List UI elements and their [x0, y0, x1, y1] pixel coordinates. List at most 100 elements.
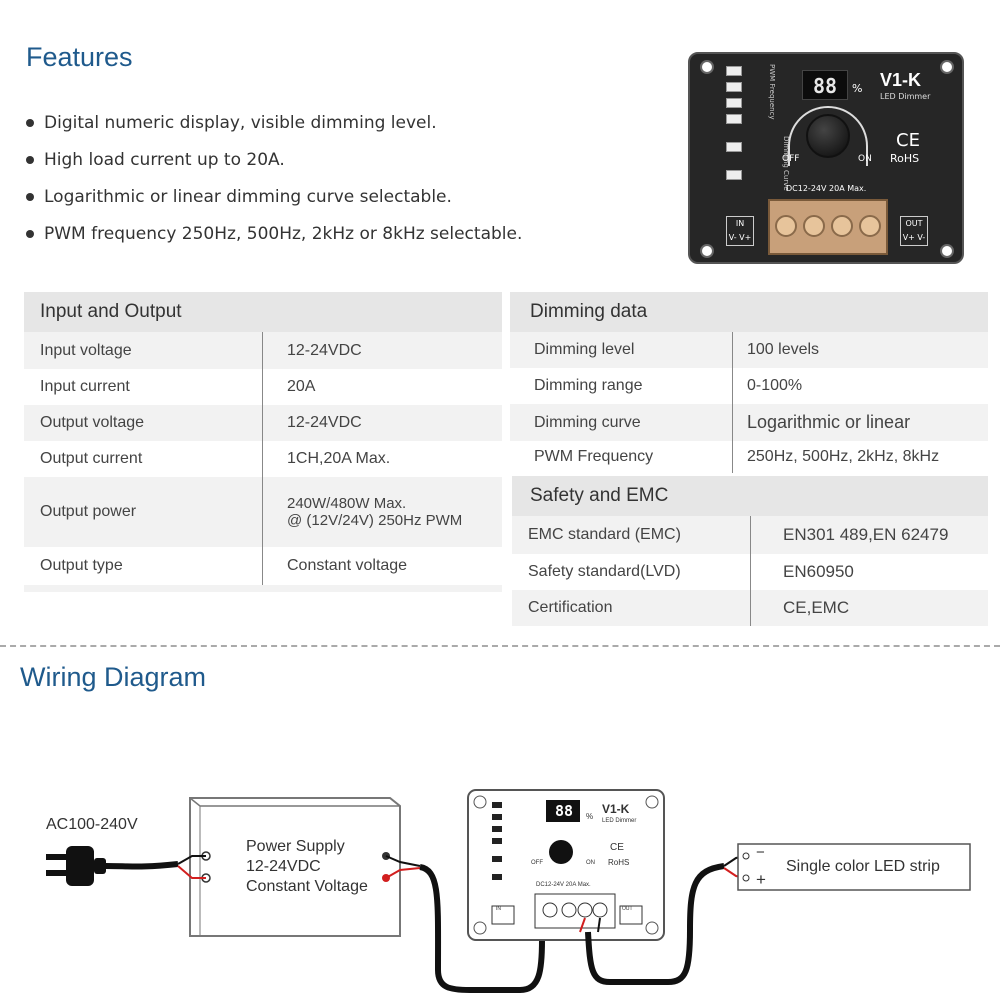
model-name: V1-K	[880, 70, 922, 90]
table-row: Output type Constant voltage	[24, 547, 502, 585]
row-value: 20A	[262, 369, 502, 405]
psu-label-line1: Power Supply	[246, 838, 345, 855]
diagram-off-label: OFF	[531, 860, 543, 866]
table-row: PWM Frequency 250Hz, 500Hz, 2kHz, 8kHz	[510, 441, 988, 473]
psu-label-line3: Constant Voltage	[246, 878, 368, 895]
dimmer-knob	[806, 114, 850, 158]
in-label: IN	[735, 219, 745, 228]
row-key: Safety standard(LVD)	[528, 563, 681, 580]
row-key: EMC standard (EMC)	[528, 526, 681, 543]
feature-item: Logarithmic or linear dimming curve sele…	[26, 178, 522, 215]
screw-icon	[831, 215, 853, 237]
diagram-display: 88	[554, 802, 574, 820]
solder-pad-icon	[742, 874, 750, 882]
table-row: Dimming range 0-100%	[510, 368, 988, 404]
row-key: Output power	[40, 503, 137, 520]
table-row: Dimming level 100 levels	[510, 332, 988, 368]
strip-plus-label: +	[756, 870, 766, 889]
row-key: Output type	[40, 557, 123, 574]
row-key: Dimming level	[534, 341, 635, 358]
table-row: Output power 240W/480W Max. @ (12V/24V) …	[24, 477, 502, 547]
screw-icon	[561, 902, 577, 918]
ce-mark: CE	[896, 130, 920, 151]
features-title: Features	[26, 42, 133, 72]
dimming-curve-label: Dimming Curve	[782, 136, 790, 191]
on-label: ON	[858, 154, 872, 164]
row-value: 0-100%	[732, 368, 988, 404]
dip-switch	[726, 82, 742, 92]
row-key: Output voltage	[40, 414, 145, 431]
row-value: Logarithmic or linear	[732, 404, 988, 441]
dimming-data-table: Dimming data Dimming level 100 levels Di…	[510, 292, 988, 473]
rohs-mark: RoHS	[890, 152, 920, 165]
row-value-line: 240W/480W Max.	[287, 495, 407, 512]
wiring-diagram	[46, 789, 971, 993]
screw-icon	[803, 215, 825, 237]
feature-text: PWM frequency 250Hz, 500Hz, 2kHz or 8kHz…	[44, 223, 523, 244]
off-label: OFF	[782, 154, 800, 164]
diagram-out-label: OUT	[622, 906, 633, 912]
table-row: Dimming curve Logarithmic or linear	[510, 404, 988, 441]
row-value: EN60950	[750, 554, 988, 590]
solder-pad-icon	[742, 852, 750, 860]
screw-icon	[577, 902, 593, 918]
table-row: Safety standard(LVD) EN60950	[512, 554, 988, 590]
feature-item: PWM frequency 250Hz, 500Hz, 2kHz or 8kHz…	[26, 215, 522, 252]
power-supply-box	[177, 797, 401, 937]
screw-icon	[775, 215, 797, 237]
feature-text: High load current up to 20A.	[44, 149, 285, 170]
diagram-in-label: IN	[496, 906, 501, 912]
row-key: Certification	[528, 599, 613, 616]
row-value-line: @ (12V/24V) 250Hz PWM	[287, 512, 463, 529]
feature-item: Digital numeric display, visible dimming…	[26, 104, 522, 141]
section-divider	[0, 645, 1000, 647]
table-header: Safety and EMC	[512, 476, 988, 516]
pwm-frequency-label: PWM Frequency	[768, 64, 776, 120]
row-value: CE,EMC	[750, 590, 988, 626]
features-list: Digital numeric display, visible dimming…	[26, 104, 522, 252]
table-header: Input and Output	[24, 292, 502, 332]
row-value: 1CH,20A Max.	[262, 441, 502, 477]
mounting-hole-icon	[940, 244, 954, 258]
table-row: Input current 20A	[24, 369, 502, 405]
led-strip-label: Single color LED strip	[786, 858, 940, 875]
row-value: 12-24VDC	[262, 332, 502, 369]
wiring-diagram-title: Wiring Diagram	[20, 662, 207, 692]
bullet-icon	[26, 229, 34, 238]
feature-text: Digital numeric display, visible dimming…	[44, 112, 437, 133]
ac-plug-icon	[46, 846, 179, 886]
row-value: 250Hz, 500Hz, 2kHz, 8kHz	[732, 441, 988, 473]
row-value: 12-24VDC	[262, 405, 502, 441]
row-value: EN301 489,EN 62479	[750, 516, 988, 554]
strip-minus-label: −	[756, 844, 765, 861]
diagram-ce-mark: CE	[610, 842, 624, 853]
product-image: PWM Frequency Dimming Curve 88 % V1-K LE…	[688, 52, 964, 264]
led-strip	[737, 843, 971, 891]
table-row: Certification CE,EMC	[512, 590, 988, 626]
table-row: EMC standard (EMC) EN301 489,EN 62479	[512, 516, 988, 554]
row-key: Input current	[40, 378, 130, 395]
screw-icon	[859, 215, 881, 237]
psu-label-line2: 12-24VDC	[246, 858, 321, 875]
table-header: Dimming data	[510, 292, 988, 332]
input-output-table: Input and Output Input voltage 12-24VDC …	[24, 292, 502, 592]
table-row	[24, 585, 502, 592]
output-cable	[585, 863, 725, 985]
screw-icon	[542, 902, 558, 918]
dip-switch	[726, 170, 742, 180]
mounting-hole-icon	[700, 60, 714, 74]
row-value: 240W/480W Max. @ (12V/24V) 250Hz PWM	[262, 477, 502, 547]
table-row: Input voltage 12-24VDC	[24, 332, 502, 369]
row-key: Dimming range	[534, 377, 643, 394]
screw-icon	[592, 902, 608, 918]
mounting-hole-icon	[700, 244, 714, 258]
percent-sign: %	[852, 82, 863, 95]
bullet-icon	[26, 155, 34, 164]
diagram-rating-label: DC12-24V 20A Max.	[536, 882, 591, 888]
dip-switch	[726, 114, 742, 124]
input-cable	[419, 864, 551, 993]
row-key: PWM Frequency	[534, 448, 654, 465]
feature-item: High load current up to 20A.	[26, 141, 522, 178]
